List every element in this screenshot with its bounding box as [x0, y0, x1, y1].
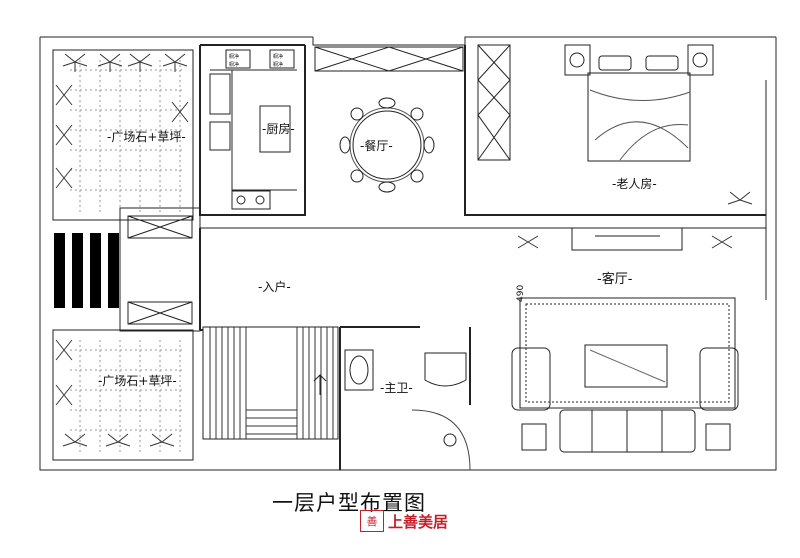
staircase	[202, 326, 339, 440]
watermark-name: 上善美居	[388, 512, 449, 531]
cabinet-label-3: 橱净	[273, 53, 283, 60]
wardrobe	[477, 44, 511, 161]
sofa-left	[511, 347, 551, 411]
right-wall-line	[765, 80, 777, 300]
outer-wall	[39, 36, 777, 471]
courtyard-bottom-border	[52, 329, 194, 461]
toilet	[424, 352, 467, 387]
plan-title: 一层户型布置图	[272, 491, 426, 515]
elder-room-label: -老人房-	[612, 177, 657, 191]
bath-sink	[344, 349, 374, 391]
rug	[519, 297, 736, 409]
kitchen-wall	[199, 44, 306, 216]
bath-wall	[339, 326, 471, 470]
watermark-stamp: 善 上善美居	[360, 509, 454, 533]
dimension-label: 490	[516, 284, 526, 302]
courtyard-top-border	[52, 49, 194, 221]
kitchen-label: -厨房-	[262, 122, 295, 136]
coffee-table	[584, 344, 668, 388]
plant-icons	[55, 53, 753, 447]
stepping-stones	[54, 233, 119, 308]
cabinet-label-1: 橱净	[229, 53, 239, 60]
sofa-right	[699, 347, 739, 411]
dining-table	[352, 110, 422, 180]
dining-chairs	[339, 97, 435, 193]
courtyard-bottom-label: -广场石+草坪-	[98, 374, 177, 388]
cabinet-label-2: 橱净	[229, 61, 239, 68]
entrance-label: -入户-	[258, 280, 291, 294]
tv-cabinet	[571, 227, 683, 251]
courtyard-top-label: -广场石+草坪-	[107, 130, 186, 144]
main-bath-label: -主卫-	[380, 381, 413, 395]
bed	[587, 72, 691, 162]
living-room-label: -客厅-	[597, 272, 633, 287]
dining-label: -餐厅-	[360, 139, 393, 153]
cabinet-label-4: 橱净	[273, 61, 283, 68]
watermark-logo-icon: 善	[360, 510, 384, 532]
